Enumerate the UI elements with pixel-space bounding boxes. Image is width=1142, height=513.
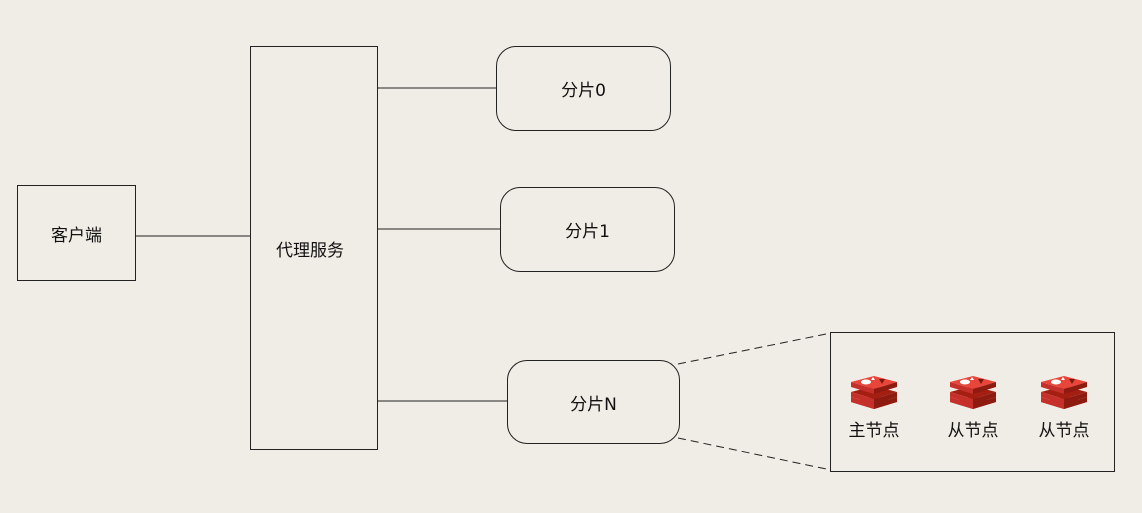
shard-n-label: 分片N [570, 394, 617, 415]
zoom-line-top [677, 332, 832, 365]
proxy-box: 代理服务 [250, 46, 378, 450]
slave-node-1: 从节点 [938, 370, 1008, 441]
shard-1-label: 分片1 [565, 222, 610, 242]
shard-0-box: 分片0 [496, 46, 671, 131]
client-label: 客户端 [51, 225, 102, 246]
client-box: 客户端 [17, 185, 136, 281]
slave-node-1-label: 从节点 [947, 421, 999, 441]
shard-1-box: 分片1 [500, 187, 675, 272]
shard-0-label: 分片0 [561, 81, 606, 101]
shard-n-box: 分片N [507, 360, 680, 444]
redis-logo-icon [851, 376, 897, 409]
redis-logo-icon [1041, 376, 1087, 409]
master-node: 主节点 [839, 370, 909, 441]
slave-node-2: 从节点 [1029, 370, 1099, 441]
zoom-line-bottom [677, 437, 832, 471]
proxy-label: 代理服务 [276, 240, 344, 261]
redis-logo-icon [950, 376, 996, 409]
master-node-label: 主节点 [848, 421, 900, 441]
slave-node-2-label: 从节点 [1038, 421, 1090, 441]
shard-detail-panel [830, 332, 1115, 472]
